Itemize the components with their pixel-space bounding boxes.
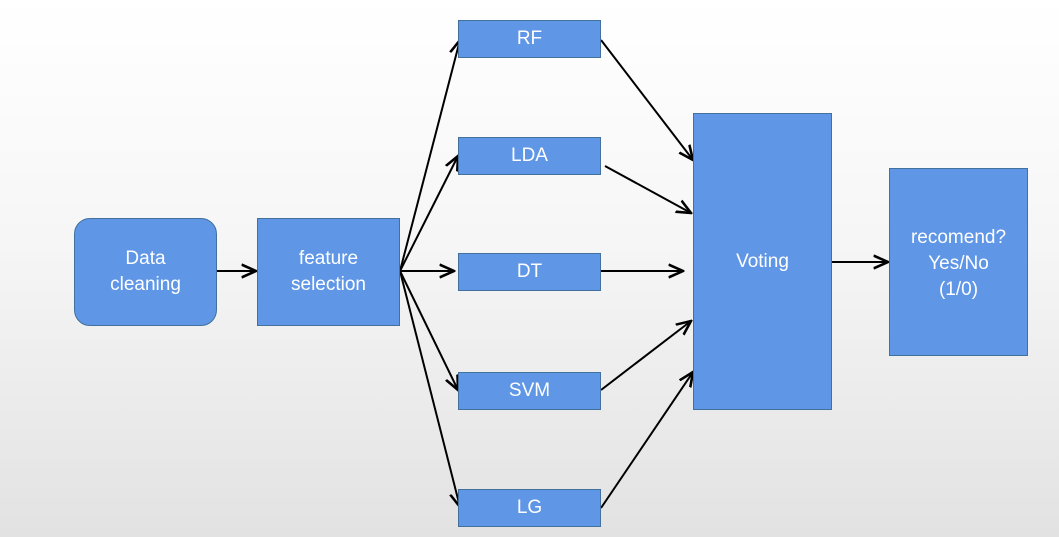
lg-label: LG bbox=[516, 497, 543, 518]
dt-label: DT bbox=[516, 261, 543, 282]
arrow-svm-to-voting bbox=[600, 321, 691, 391]
dt-model-box: DT bbox=[458, 253, 601, 291]
data-cleaning-box: Data cleaning bbox=[74, 218, 217, 326]
arrow-lda-to-voting bbox=[604, 165, 691, 213]
arrow-selection-to-lda bbox=[399, 156, 458, 272]
svm-model-box: SVM bbox=[458, 372, 601, 410]
recommend-label: recomend? Yes/No (1/0) bbox=[910, 227, 1007, 300]
lg-model-box: LG bbox=[458, 489, 601, 527]
lda-label: LDA bbox=[511, 145, 548, 166]
arrow-selection-to-rf bbox=[399, 40, 460, 272]
rf-label: RF bbox=[516, 28, 543, 49]
rf-model-box: RF bbox=[458, 20, 601, 58]
arrow-rf-to-voting bbox=[600, 39, 693, 160]
arrow-lg-to-voting bbox=[600, 372, 693, 509]
data-cleaning-label: Data cleaning bbox=[110, 248, 181, 295]
svm-label: SVM bbox=[508, 380, 551, 401]
voting-label: Voting bbox=[736, 251, 789, 272]
voting-box: Voting bbox=[693, 113, 832, 410]
feature-selection-label: feature selection bbox=[291, 248, 366, 295]
recommend-output-box: recomend? Yes/No (1/0) bbox=[889, 168, 1028, 356]
arrow-selection-to-lg bbox=[399, 270, 460, 507]
feature-selection-box: feature selection bbox=[257, 218, 400, 326]
lda-model-box: LDA bbox=[458, 137, 601, 175]
arrow-selection-to-svm bbox=[399, 270, 458, 390]
